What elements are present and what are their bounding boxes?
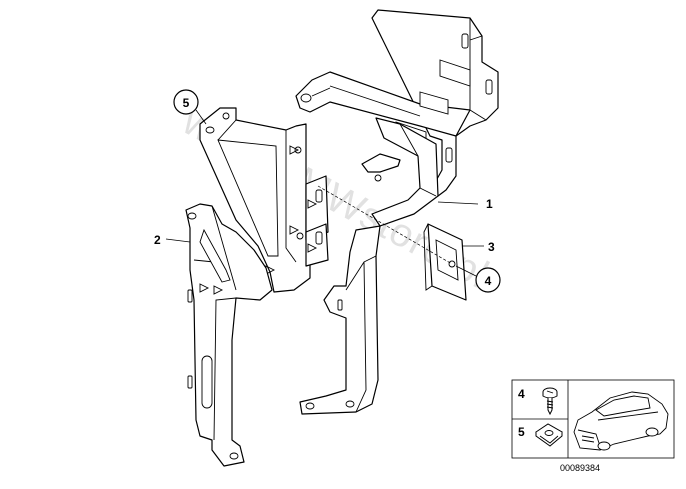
clip-nut-icon: [535, 423, 563, 447]
callout-2-number: 2: [154, 233, 161, 247]
bracket-part-2: [185, 203, 273, 467]
callout-5-number: 5: [183, 96, 190, 110]
callout-2: 2: [154, 233, 191, 247]
callout-3-number: 3: [488, 240, 495, 254]
inset-row2-label: 5: [518, 425, 525, 439]
diagram-number: 00089384: [560, 463, 600, 473]
car-icon: [573, 391, 669, 451]
bracket-part-5: [199, 107, 329, 293]
assembly-dashed-line: [317, 185, 453, 265]
inset-row1-label: 4: [518, 387, 525, 401]
inset-panel: 4 5: [511, 379, 675, 459]
bracket-part-1: [295, 9, 499, 415]
callout-1: 1: [437, 197, 493, 211]
plate-part-3: [423, 223, 467, 301]
callout-4-number: 4: [485, 274, 492, 288]
callout-4-circle: 4: [455, 265, 501, 293]
callout-1-number: 1: [486, 197, 493, 211]
screw-icon: [542, 387, 558, 416]
callout-5-circle: 5: [173, 89, 207, 125]
callout-3: 3: [462, 240, 495, 254]
